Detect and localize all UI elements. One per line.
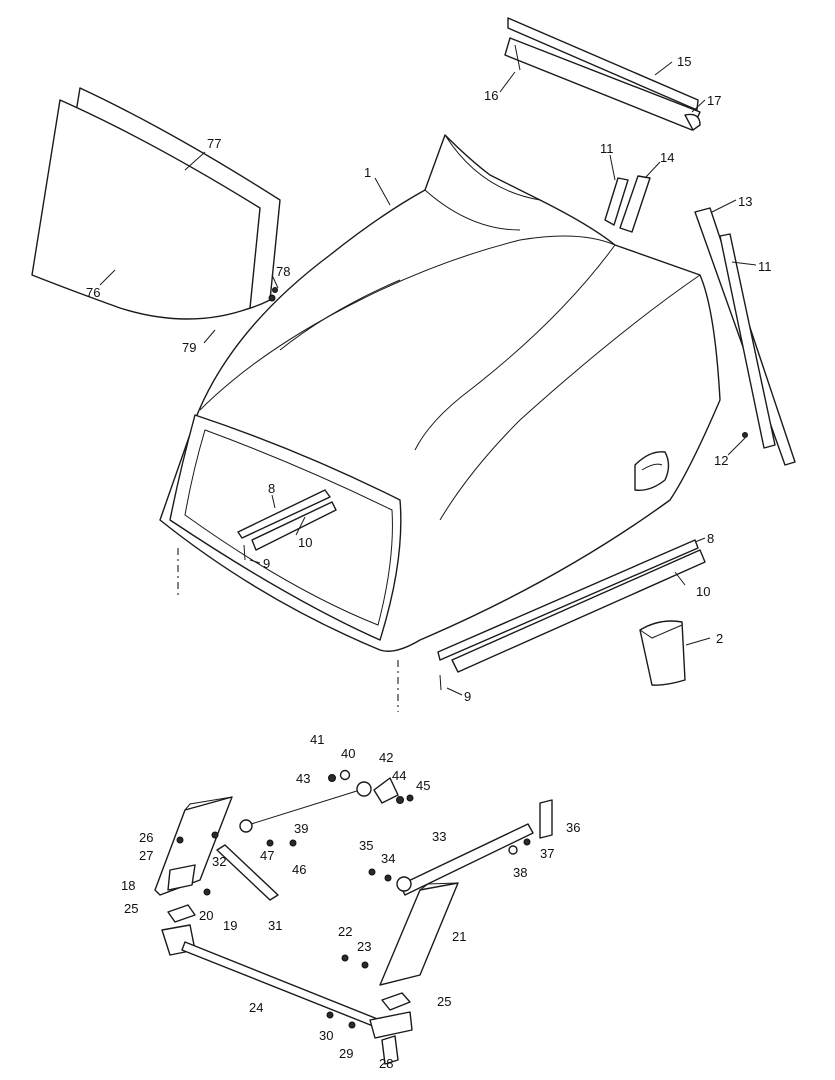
callout-42: 42: [379, 750, 393, 765]
callout-12: 12: [714, 453, 728, 468]
callout-30: 30: [319, 1028, 333, 1043]
callout-46: 46: [292, 862, 306, 877]
callout-21: 21: [452, 929, 466, 944]
right-side-strips: [694, 207, 796, 466]
callout-8-right: 8: [707, 531, 714, 546]
callout-45: 45: [416, 778, 430, 793]
callout-41: 41: [310, 732, 324, 747]
callout-17: 17: [707, 93, 721, 108]
cable-assembly: [239, 769, 414, 833]
callout-13: 13: [738, 194, 752, 209]
callout-29: 29: [339, 1046, 353, 1061]
left-bracket: [154, 796, 297, 901]
callout-11-top: 11: [600, 141, 614, 156]
callout-34: 34: [381, 851, 395, 866]
lower-strips: [437, 539, 706, 691]
callout-78: 78: [276, 264, 290, 279]
callout-8-left: 8: [268, 481, 275, 496]
callout-9-right: 9: [464, 689, 471, 704]
callout-36: 36: [566, 820, 580, 835]
callout-20: 20: [199, 908, 213, 923]
callout-32: 32: [212, 854, 226, 869]
callout-16: 16: [484, 88, 498, 103]
callout-43: 43: [296, 771, 310, 786]
callout-33: 33: [432, 829, 446, 844]
callout-14: 14: [660, 150, 674, 165]
callout-79: 79: [182, 340, 196, 355]
callout-27: 27: [139, 848, 153, 863]
callout-28: 28: [379, 1056, 393, 1071]
leader-lines: [99, 61, 757, 696]
callout-40: 40: [341, 746, 355, 761]
callout-24: 24: [249, 1000, 263, 1015]
callout-22: 22: [338, 924, 352, 939]
callout-25-right: 25: [437, 994, 451, 1009]
callout-25-left: 25: [124, 901, 138, 916]
top-rail-parts: [504, 17, 701, 131]
arm-assembly: [368, 799, 553, 896]
right-bracket: [341, 882, 459, 986]
callout-1: 1: [364, 165, 371, 180]
grille-assembly: [31, 87, 281, 320]
mount-plates: [167, 904, 411, 1011]
callout-19: 19: [223, 918, 237, 933]
center-strips: [604, 175, 651, 233]
callout-9-left: 9: [263, 556, 270, 571]
callout-10-right: 10: [696, 584, 710, 599]
callout-11-right: 11: [758, 259, 772, 274]
callout-38: 38: [513, 865, 527, 880]
center-lines: [177, 548, 399, 712]
side-plate-part: [639, 620, 686, 686]
callout-76: 76: [86, 285, 100, 300]
callout-77: 77: [207, 136, 221, 151]
callout-39: 39: [294, 821, 308, 836]
cross-shaft: [161, 924, 413, 1065]
callout-15: 15: [677, 54, 691, 69]
callout-26: 26: [139, 830, 153, 845]
callout-2: 2: [716, 631, 723, 646]
callout-47: 47: [260, 848, 274, 863]
callout-44: 44: [392, 768, 406, 783]
callout-31: 31: [268, 918, 282, 933]
front-strips: [237, 489, 337, 561]
callout-18: 18: [121, 878, 135, 893]
callout-10-left: 10: [298, 535, 312, 550]
callout-37: 37: [540, 846, 554, 861]
callout-23: 23: [357, 939, 371, 954]
callout-labels: 1 77 76 78 79 16 15 17 11 14 13 11 12 8 …: [86, 54, 772, 1071]
callout-35: 35: [359, 838, 373, 853]
